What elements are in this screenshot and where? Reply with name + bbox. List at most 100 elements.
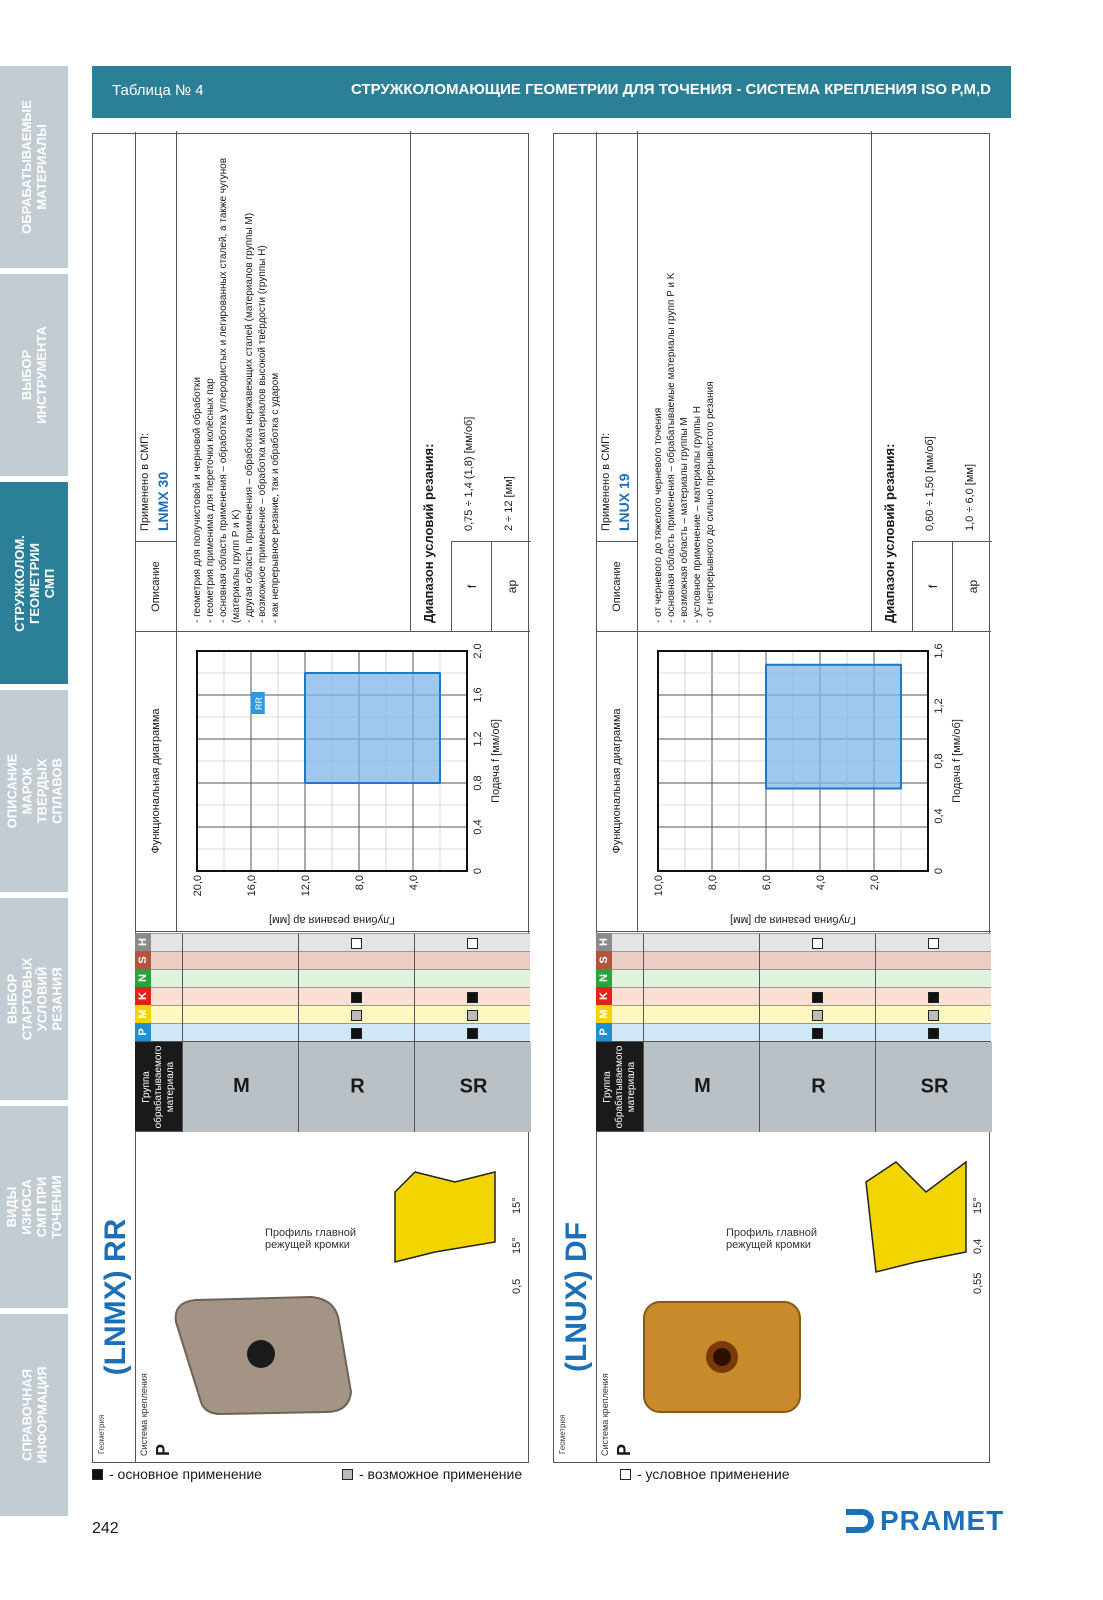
material-letter: N <box>596 969 612 987</box>
turning-type-value: M <box>232 1075 250 1098</box>
geometry-bar: Геометрия(LNMX) RR <box>93 132 136 1462</box>
chart-series-tag: RR <box>254 697 264 710</box>
turning-type: R <box>299 1042 415 1132</box>
x-tick-label: 1,6 <box>933 643 945 658</box>
turning-type-value: M <box>693 1075 711 1098</box>
application-mark-cond <box>812 938 823 949</box>
y-axis-label: Глубина резания ap [мм] <box>269 914 395 926</box>
x-tick-label: 1,6 <box>472 687 484 702</box>
application-mark-main <box>812 992 823 1003</box>
application-mark-poss <box>812 1010 823 1021</box>
sidebar-tab-label: ОБРАБАТЫВАЕМЫЕ МАТЕРИАЛЫ <box>19 100 49 234</box>
application-mark-main <box>467 992 478 1003</box>
x-tick-label: 1,2 <box>933 698 945 713</box>
description-item: - основная область применения – обработк… <box>218 157 242 623</box>
material-letter: N <box>135 969 151 987</box>
insert-code: LNUX 19 <box>616 473 632 531</box>
application-mark-main <box>467 1028 478 1039</box>
brand-logo: PRAMET <box>842 1505 1004 1537</box>
x-tick-label: 0 <box>472 868 484 874</box>
x-axis-label: Подача f [мм/об] <box>490 719 502 803</box>
description-label: Описание <box>596 541 638 631</box>
profile-dimension: 15° <box>511 1237 523 1254</box>
diagram-title: Функциональная диаграмма <box>135 631 177 931</box>
turning-type: M <box>644 1042 760 1132</box>
clamping-label: Система крепления <box>600 1373 610 1456</box>
application-mark-poss <box>928 1010 939 1021</box>
legend-possible-text: - возможное применение <box>359 1466 523 1482</box>
material-letter: K <box>135 987 151 1005</box>
application-mark-cond <box>351 938 362 949</box>
turning-row-M: M <box>182 934 299 1132</box>
sidebar-tab-label: ОПИСАНИЕ МАРОК ТВЕРДЫХ СПЛАВОВ <box>4 753 64 829</box>
turning-row-R: R <box>298 934 415 1132</box>
ap-symbol: ap <box>952 541 992 631</box>
application-mark-main <box>351 992 362 1003</box>
x-tick-label: 0,4 <box>933 808 945 823</box>
table-header: Таблица № 4 СТРУЖКОЛОМАЮЩИЕ ГЕОМЕТРИИ ДЛ… <box>92 66 1011 118</box>
insert-image <box>643 1301 801 1413</box>
f-symbol: f <box>912 541 952 631</box>
description-item: - геометрия для получистовой и черновой … <box>192 376 203 623</box>
table-number: Таблица № 4 <box>112 82 204 99</box>
turning-row-SR: SR <box>414 934 531 1132</box>
turning-type: SR <box>415 1042 531 1132</box>
legend-possible: - возможное применение <box>342 1466 522 1482</box>
application-mark-main <box>928 1028 939 1039</box>
diagram-title: Функциональная диаграмма <box>596 631 638 931</box>
turning-type: M <box>183 1042 299 1132</box>
turning-row-M: M <box>643 934 760 1132</box>
application-mark-cond <box>467 938 478 949</box>
clamping-value: P <box>153 1443 173 1456</box>
description-list: - геометрия для получистовой и черновой … <box>191 139 282 623</box>
f-range: 0,75 ÷ 1,4 (1,8) [мм/об] <box>463 416 475 531</box>
legend-main-text: - основное применение <box>109 1466 262 1482</box>
material-group-label: Группа обрабатываемого материала <box>602 1045 637 1129</box>
profile-dimension: 0,5 <box>511 1279 523 1294</box>
insert-image <box>174 1295 353 1416</box>
x-tick-label: 0 <box>933 868 945 874</box>
x-tick-label: 0,8 <box>472 775 484 790</box>
applied-label: Применено в СМП: <box>600 432 612 531</box>
material-letter: H <box>135 933 151 951</box>
ap-range: 1,0 ÷ 6,0 [мм] <box>964 463 976 531</box>
sidebar-tab-4[interactable]: ОПИСАНИЕ МАРОК ТВЕРДЫХ СПЛАВОВ <box>0 690 68 892</box>
x-tick-label: 1,2 <box>472 731 484 746</box>
material-letter: S <box>596 951 612 969</box>
page-number: 242 <box>92 1520 119 1537</box>
material-letter: P <box>135 1023 151 1041</box>
sidebar-tab-2[interactable]: ВЫБОР ИНСТРУМЕНТА <box>0 274 68 476</box>
profile-dimension: 0,4 <box>972 1239 984 1254</box>
profile-dimension: 15° <box>972 1197 984 1214</box>
x-tick-label: 2,0 <box>472 643 484 658</box>
sidebar-tab-7[interactable]: СПРАВОЧНАЯ ИНФОРМАЦИЯ <box>0 1314 68 1516</box>
y-tick-label: 16,0 <box>246 875 258 896</box>
material-group-label: Группа обрабатываемого материала <box>141 1045 176 1129</box>
sidebar-tab-1[interactable]: ОБРАБАТЫВАЕМЫЕ МАТЕРИАЛЫ <box>0 66 68 268</box>
ap-symbol: ap <box>491 541 531 631</box>
sidebar-tab-6[interactable]: ВИДЫ ИЗНОСА СМП ПРИ ТОЧЕНИИ <box>0 1106 68 1308</box>
description-item: - основная область применения – обрабаты… <box>666 272 677 623</box>
description-item: - возможная область – материалы группы M <box>679 417 690 623</box>
material-letter: S <box>135 951 151 969</box>
turning-type: R <box>760 1042 876 1132</box>
table-title: СТРУЖКОЛОМАЮЩИЕ ГЕОМЕТРИИ ДЛЯ ТОЧЕНИЯ - … <box>351 81 991 98</box>
material-letter: M <box>596 1005 612 1023</box>
chart-area-RR <box>304 672 441 784</box>
legend-main: - основное применение <box>92 1466 262 1482</box>
plot-frame <box>196 650 468 872</box>
material-letter: M <box>135 1005 151 1023</box>
geometry-name: (LNMX) RR <box>99 1218 132 1376</box>
sidebar-tab-3[interactable]: СТРУЖКОЛОМ. ГЕОМЕТРИИ СМП <box>0 482 68 684</box>
range-label: Диапазон условий резания: <box>882 443 897 623</box>
sidebar-tab-5[interactable]: ВЫБОР СТАРТОВЫХ УСЛОВИЙ РЕЗАНИЯ <box>0 898 68 1100</box>
application-mark-main <box>351 1028 362 1039</box>
f-symbol: f <box>451 541 491 631</box>
